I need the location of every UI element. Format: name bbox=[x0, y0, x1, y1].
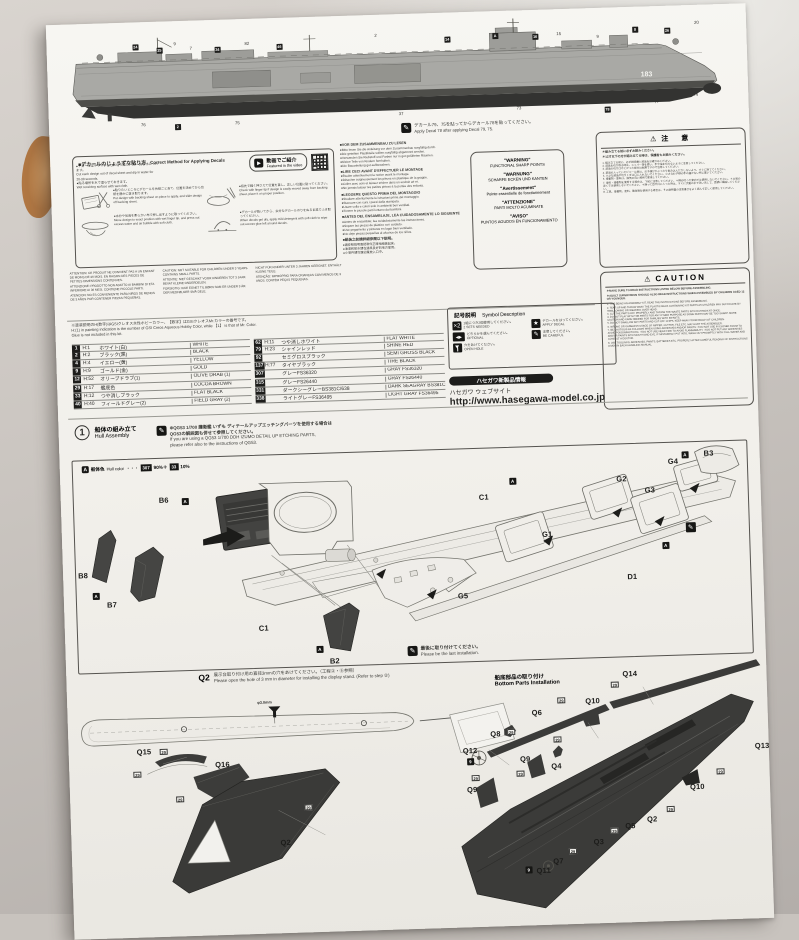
color-a-marker: A bbox=[682, 451, 689, 458]
decal-callout: A bbox=[492, 33, 498, 39]
decal-callout: 20 bbox=[694, 20, 699, 25]
part-label: Q14 bbox=[622, 669, 637, 678]
paint-marker-29: 29 bbox=[133, 772, 141, 778]
part-label: Q10 bbox=[690, 782, 705, 791]
decal-callout: 26 bbox=[664, 28, 670, 34]
decal-callout: 75 bbox=[235, 120, 240, 125]
part-label: B6 bbox=[159, 496, 169, 505]
part-label: B8 bbox=[78, 571, 88, 580]
color-a-marker: A bbox=[93, 593, 100, 600]
part-label: Q11 bbox=[536, 866, 550, 875]
hole-diameter-label: φ3.0mm bbox=[257, 700, 272, 704]
decal-callout: 7 bbox=[190, 46, 193, 51]
part-label: D1 bbox=[627, 572, 637, 581]
color-a-marker: A bbox=[662, 542, 669, 549]
part-label: Q2 bbox=[280, 838, 291, 847]
part-label: G5 bbox=[458, 591, 469, 600]
paint-marker-9: 9 bbox=[467, 758, 474, 765]
decal-callout: 14 bbox=[444, 37, 450, 43]
part-label: Q12 bbox=[463, 746, 478, 755]
paint-marker-9: 9 bbox=[525, 866, 532, 873]
decal-callout: 34 bbox=[215, 47, 221, 53]
paint-marker-29: 29 bbox=[611, 682, 619, 688]
part-label: Q10 bbox=[585, 696, 600, 705]
part-label: Q5 bbox=[625, 821, 636, 830]
paint-marker-29: 29 bbox=[557, 697, 565, 703]
paint-marker-29: 29 bbox=[507, 729, 515, 735]
part-label: C1 bbox=[259, 624, 269, 633]
decal-callout: 74 bbox=[693, 92, 698, 97]
decal-callout: 16 bbox=[532, 34, 538, 40]
part-label: G2 bbox=[616, 474, 627, 483]
paint-marker-29: 29 bbox=[610, 828, 618, 834]
part-label: Q6 bbox=[531, 708, 542, 717]
paint-marker-29: 29 bbox=[516, 771, 524, 777]
decal-callout: 78 bbox=[605, 107, 611, 113]
part-label: Q16 bbox=[215, 760, 230, 769]
paint-marker-29: 29 bbox=[569, 848, 577, 854]
decal-callout: 76 bbox=[141, 122, 146, 127]
part-label: B2 bbox=[330, 656, 340, 665]
paint-marker-29: 29 bbox=[716, 768, 724, 774]
part-label: Q9 bbox=[467, 785, 478, 794]
part-label: Q15 bbox=[137, 747, 152, 756]
decal-callout: 2 bbox=[374, 33, 377, 38]
part-label: Q3 bbox=[594, 837, 605, 846]
decal-callout: 25 bbox=[157, 48, 163, 54]
decal-callout: 9 bbox=[596, 34, 599, 39]
decal-callout: 15 bbox=[556, 31, 561, 36]
part-label: Q9 bbox=[520, 754, 531, 763]
paint-marker-29: 29 bbox=[160, 749, 168, 755]
paint-marker-29: 29 bbox=[667, 806, 675, 812]
decal-callout: 82 bbox=[244, 41, 249, 46]
color-a-marker: A bbox=[509, 478, 516, 485]
part-label: G3 bbox=[645, 485, 656, 494]
decal-callout: 2 bbox=[175, 124, 181, 130]
decal-callout: 24 bbox=[132, 44, 138, 50]
part-label: Q8 bbox=[490, 729, 501, 738]
decal-callout: 77 bbox=[654, 99, 659, 104]
be-careful-icon: ✎ bbox=[686, 522, 696, 532]
part-label: C1 bbox=[479, 493, 489, 502]
paint-marker-29: 29 bbox=[176, 796, 184, 802]
be-careful-icon: ✎ bbox=[407, 646, 417, 656]
part-label: B3 bbox=[703, 448, 713, 457]
decal-callout: 46 bbox=[277, 44, 283, 50]
paint-marker-29: 29 bbox=[553, 736, 561, 742]
part-label: Q7 bbox=[553, 856, 564, 865]
decal-callout: 9 bbox=[173, 41, 176, 46]
color-a-marker: A bbox=[182, 498, 189, 505]
decal-callout: 37 bbox=[399, 111, 404, 116]
part-label: G1 bbox=[542, 530, 553, 539]
paint-marker-29: 29 bbox=[304, 804, 312, 810]
paint-marker-29: 29 bbox=[472, 775, 480, 781]
part-label: Q2 bbox=[647, 814, 658, 823]
instruction-sheet: 183 ✎ デカール79、75を貼ってからデカール78を貼ってください。 App… bbox=[46, 3, 774, 940]
decal-callout: 8 bbox=[632, 27, 638, 33]
part-label: Q13 bbox=[755, 741, 770, 750]
part-label: G4 bbox=[668, 457, 679, 466]
part-label: Q4 bbox=[551, 761, 562, 770]
part-label: B7 bbox=[107, 600, 117, 609]
decal-callout: 73 bbox=[517, 105, 522, 110]
color-a-marker: A bbox=[316, 646, 323, 653]
